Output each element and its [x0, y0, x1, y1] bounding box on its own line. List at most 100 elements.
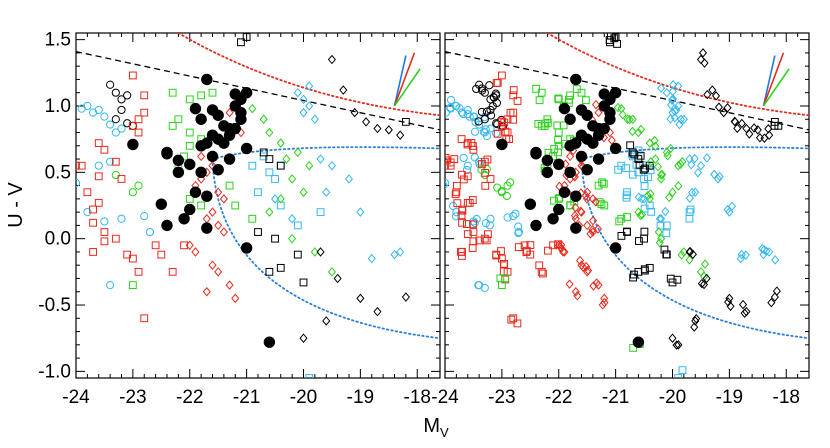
cyan-circle-point: [83, 101, 92, 111]
black-circle-point: [117, 105, 126, 115]
x-axis-label-subscript: V: [440, 425, 449, 440]
black-diamond-point: [733, 123, 742, 134]
cyan-circle-point: [459, 153, 468, 163]
red-square-point: [469, 228, 478, 236]
red-square-point: [462, 220, 471, 228]
cyan-diamond-point: [693, 167, 703, 178]
filled-black-point: [195, 166, 207, 179]
cyan-square-point: [614, 165, 623, 174]
green-circle-point: [111, 170, 120, 180]
green-square-point: [598, 178, 607, 187]
black-square-point: [259, 148, 268, 157]
cyan-diamond-point: [390, 249, 399, 260]
red-square-point: [514, 243, 523, 251]
cyan-diamond-point: [305, 101, 314, 111]
cyan-square-point: [678, 366, 687, 375]
green-diamond-point: [651, 141, 660, 152]
red-square-point: [535, 261, 544, 270]
red-square-point: [157, 250, 166, 259]
x-axis-label: MV: [423, 415, 449, 440]
red-square-point: [509, 86, 518, 94]
cyan-square-point: [293, 221, 302, 230]
cyan-circle-point: [111, 128, 120, 137]
red-square-point: [481, 181, 490, 190]
x-tick-label: -20: [659, 387, 686, 408]
x-tick-label: -24: [431, 387, 459, 408]
red-square-point: [89, 205, 97, 214]
cyan-square-point: [674, 374, 683, 378]
black-square-point: [401, 118, 410, 126]
cyan-diamond-point: [396, 247, 405, 257]
black-diamond-point: [703, 89, 712, 100]
black-square-point: [673, 275, 682, 284]
black-square-point: [299, 278, 308, 287]
cyan-diamond-point: [668, 95, 677, 106]
axes-layer: [75, 32, 810, 379]
black-square-point: [605, 36, 614, 44]
blue-dotted-curve-lower: [580, 158, 809, 340]
cyan-circle-point: [462, 165, 472, 175]
red-square-point: [522, 248, 531, 256]
filled-black-point: [195, 113, 207, 125]
red-square-point: [128, 121, 137, 130]
red-square-point: [497, 71, 506, 80]
green-diamond-point: [282, 154, 291, 164]
red-square-point: [140, 108, 149, 117]
cyan-circle-point: [449, 201, 458, 211]
black-circle-point: [474, 117, 483, 126]
cyan-circle-point: [492, 129, 501, 138]
cyan-circle-point: [514, 222, 523, 231]
cyan-square-point: [276, 161, 285, 170]
cyan-square-point: [644, 173, 652, 182]
black-diamond-point: [668, 333, 677, 343]
red-square-point: [180, 241, 188, 250]
filled-black-point: [155, 198, 168, 210]
cyan-circle-point: [106, 281, 115, 290]
black-square-point: [271, 234, 279, 243]
cyan-circle-point: [486, 214, 495, 223]
cyan-diamond-point: [685, 193, 694, 203]
green-diamond-point: [623, 114, 632, 125]
filled-black-point: [564, 113, 576, 125]
x-tick-label: -18: [404, 387, 431, 408]
green-square-point: [208, 88, 217, 97]
red-diamond-point: [598, 300, 607, 310]
cyan-circle-point: [106, 157, 115, 166]
cyan-circle-point: [445, 108, 450, 117]
black-diamond-point: [674, 340, 683, 350]
data-points-layer: [76, 33, 783, 378]
black-square-point: [293, 250, 302, 259]
red-diamond-point: [592, 278, 601, 288]
green-diamond-point: [643, 190, 652, 201]
cyan-diamond-point: [657, 83, 666, 93]
cyan-diamond-point: [723, 204, 732, 215]
filled-black-point: [587, 137, 599, 149]
cyan-circle-point: [100, 217, 109, 226]
green-square-point: [185, 141, 194, 150]
dashed-separator-line: [445, 50, 809, 131]
cyan-circle-point: [470, 153, 479, 162]
filled-black-point: [240, 142, 253, 155]
filled-black-point: [558, 186, 571, 198]
cyan-circle-point: [94, 161, 103, 170]
red-square-point: [484, 230, 492, 239]
green-diamond-point: [665, 192, 674, 203]
red-diamond-point: [576, 206, 585, 217]
green-diamond-point: [276, 194, 285, 204]
black-square-point: [626, 141, 635, 150]
cyan-diamond-point: [670, 106, 680, 117]
red-diamond-point: [197, 174, 206, 184]
black-square-point: [623, 227, 631, 236]
red-diamond-point: [208, 207, 217, 217]
red-square-point: [100, 145, 109, 154]
black-diamond-point: [327, 54, 336, 65]
red-square-point: [89, 218, 97, 227]
cyan-square-point: [640, 204, 649, 213]
filled-black-point: [240, 87, 253, 99]
black-diamond-point: [737, 118, 746, 129]
cyan-diamond-point: [762, 246, 771, 257]
cyan-square-point: [647, 207, 656, 216]
red-square-point: [111, 157, 120, 166]
cyan-diamond-point: [758, 243, 767, 254]
cyan-square-point: [316, 208, 325, 217]
